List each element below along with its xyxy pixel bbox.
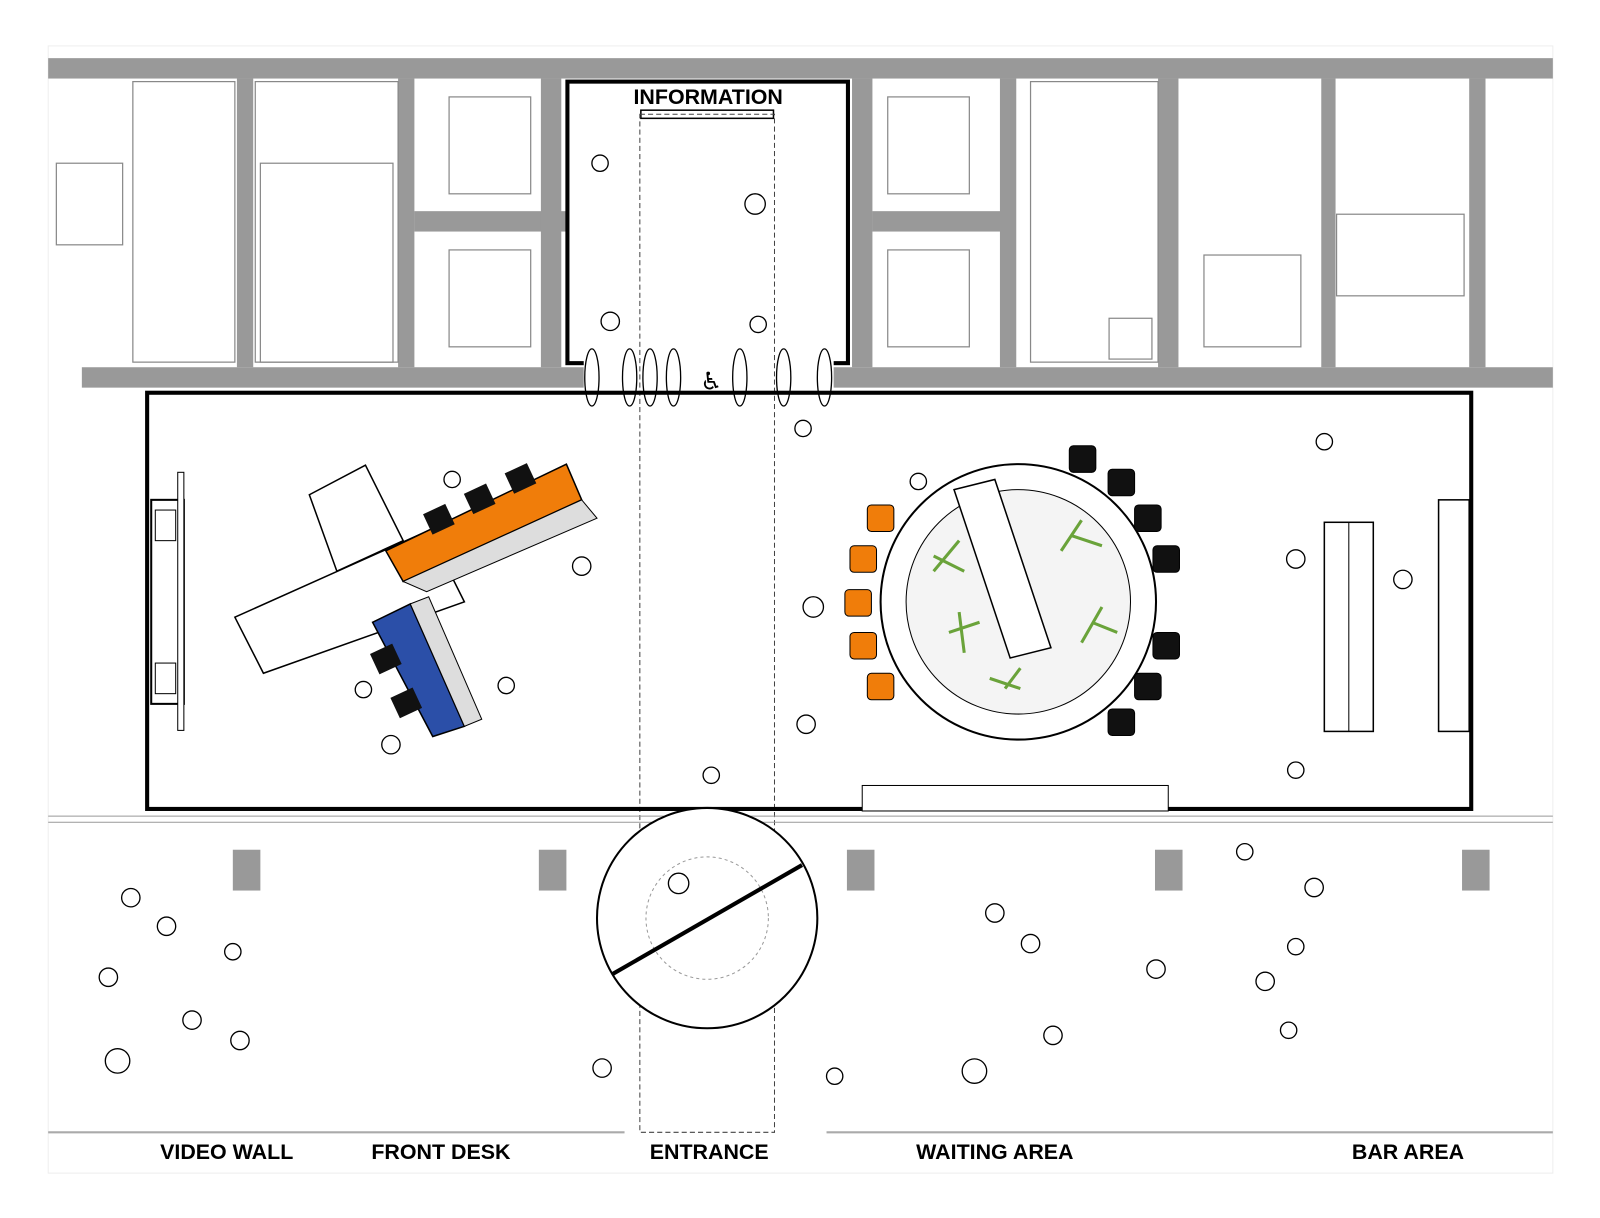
video-wall-label: VIDEO WALL	[160, 1140, 293, 1164]
plants	[932, 519, 1118, 691]
front-desk[interactable]	[233, 463, 598, 738]
waiting-area-label: WAITING AREA	[916, 1140, 1073, 1164]
orange-chairs[interactable]	[844, 504, 895, 701]
front-desk-label: FRONT DESK	[371, 1140, 511, 1164]
entrance-path	[639, 113, 776, 1133]
security-gates[interactable]: ♿	[583, 346, 834, 409]
information-label: INFORMATION	[633, 85, 782, 109]
waiting-area-planter[interactable]	[844, 445, 1180, 741]
columns	[232, 849, 1490, 891]
video-wall[interactable]	[150, 471, 185, 731]
bar-tables[interactable]	[861, 499, 1470, 812]
lobby-outline	[145, 390, 1474, 811]
bar-area-label: BAR AREA	[1352, 1140, 1464, 1164]
black-chairs[interactable]	[1068, 445, 1180, 737]
revolving-door[interactable]	[595, 806, 819, 1030]
people-figures	[98, 154, 1413, 1086]
entrance-label: ENTRANCE	[650, 1140, 769, 1164]
wheelchair-accessible-icon: ♿	[700, 367, 722, 396]
